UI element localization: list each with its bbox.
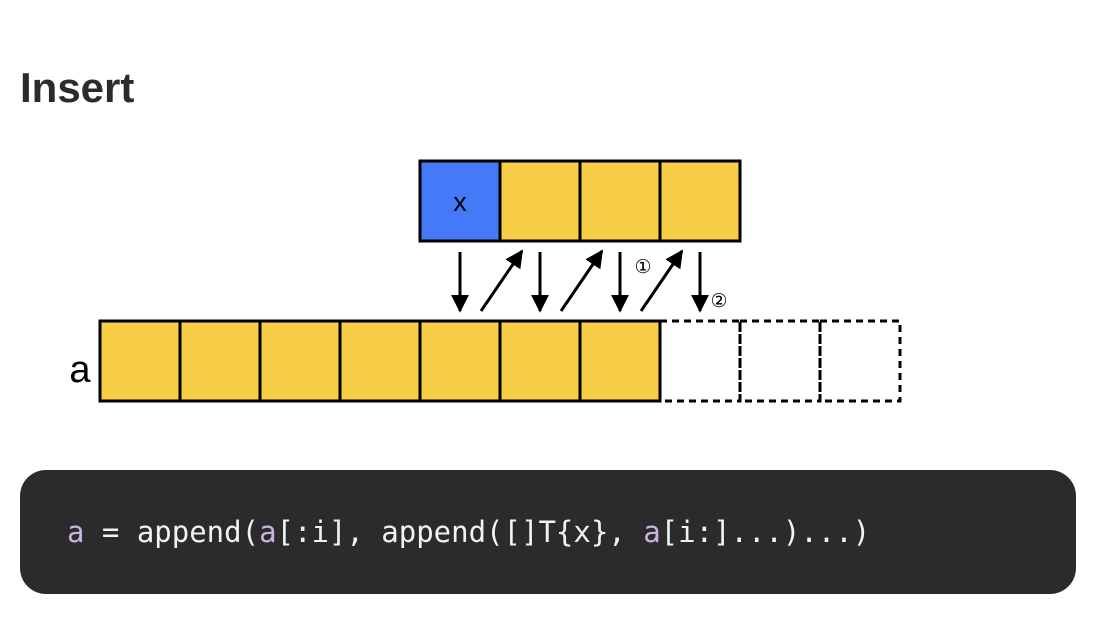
- array-cell: [418, 319, 502, 403]
- page-title: Insert: [20, 64, 135, 111]
- array-cell: [338, 319, 422, 403]
- array-cell: [98, 319, 182, 403]
- temp-slice: x: [418, 159, 742, 243]
- array-cell: [578, 319, 662, 403]
- insert-diagram: x ① ② a: [69, 159, 902, 403]
- step-2-label: ②: [710, 290, 727, 312]
- inserted-cell: [418, 159, 502, 243]
- array-cell: [498, 319, 582, 403]
- capacity-cell: [818, 319, 902, 403]
- code-token: [i:]...)...): [660, 515, 871, 549]
- capacity-cell: [658, 319, 742, 403]
- temp-cell: [658, 159, 742, 243]
- code-line: a = append(a[:i], append([]T{x}, a[i:]..…: [67, 510, 870, 554]
- arrow-up: [559, 249, 604, 312]
- array-cell: [258, 319, 342, 403]
- code-token-var: a: [67, 515, 85, 549]
- temp-cell: [578, 159, 662, 243]
- code-token: = append(: [84, 515, 260, 549]
- code-token-var: a: [259, 515, 277, 549]
- code-block: a = append(a[:i], append([]T{x}, a[i:]..…: [20, 470, 1076, 594]
- code-token-var: a: [643, 515, 661, 549]
- arrow-up: [479, 249, 524, 312]
- capacity-cell: [738, 319, 822, 403]
- temp-cell: [498, 159, 582, 243]
- array-cell: [178, 319, 262, 403]
- inserted-cell-label: x: [453, 187, 467, 217]
- arrow-up: [639, 249, 684, 312]
- step-1-label: ①: [634, 256, 651, 278]
- code-token: [:i], append([]T{x},: [276, 515, 644, 549]
- arrows: [451, 249, 709, 313]
- array-label: a: [69, 349, 91, 391]
- array-a: [98, 319, 902, 403]
